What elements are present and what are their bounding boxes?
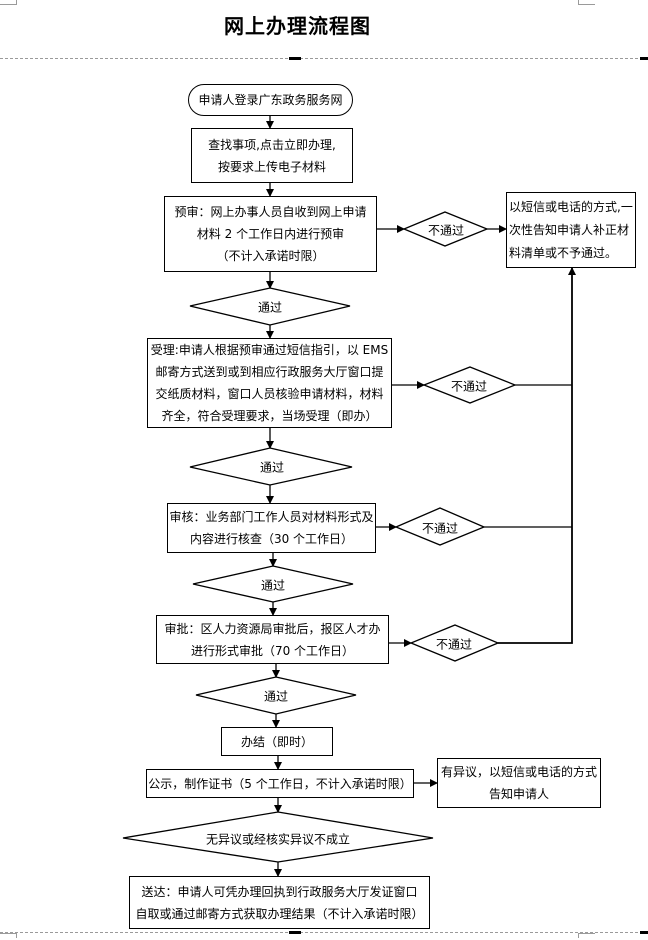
return-line-to-notify [498, 267, 576, 644]
step-deliver: 送达：申请人可凭办理回执到行政服务大厅发证窗口 自取或通过邮寄方式获取办理结果（… [129, 876, 430, 929]
page-title: 网上办理流程图 [224, 14, 371, 38]
step-publicize: 公示，制作证书（5 个工作日，不计入承诺时限） [146, 769, 414, 798]
side-objection: 有异议，以短信或电话的方式 告知申请人 [437, 758, 601, 808]
decision-label-fail: 不通过 [427, 223, 465, 238]
page-corner-br [578, 933, 595, 938]
step-audit: 审核：业务部门工作人员对材料形式及 内容进行核查（30 个工作日） [167, 503, 376, 553]
footer-divider-mark [289, 931, 301, 934]
decision-pass-1 [189, 287, 351, 326]
decision-label-no-objection: 无异议或经核实异议不成立 [205, 832, 351, 847]
decision-label-fail: 不通过 [450, 379, 488, 394]
decision-label-pass: 通过 [263, 689, 289, 704]
page-corner-tl [0, 0, 17, 5]
decision-pass-2 [189, 447, 353, 486]
step-approve: 审批：区人力资源局审批后，报区人才办 进行形式审批（70 个工作日） [156, 615, 389, 664]
footer-divider-mark-right [640, 931, 648, 934]
step-pre-review: 预审：网上办事人员自收到网上申请 材料 2 个工作日内进行预审 （不计入承诺时限… [164, 196, 377, 272]
header-divider-mark [289, 57, 301, 60]
decision-label-pass: 通过 [260, 578, 286, 593]
header-divider [0, 58, 648, 59]
step-find: 查找事项,点击立即办理, 按要求上传电子材料 [191, 128, 353, 183]
footer-divider [0, 932, 648, 933]
step-login: 申请人登录广东政务服务网 [188, 84, 353, 116]
decision-label-pass: 通过 [257, 300, 283, 315]
step-complete: 办结（即时） [221, 727, 333, 756]
decision-pass-4 [195, 676, 357, 715]
page-corner-bl [0, 933, 17, 938]
decision-label-fail: 不通过 [421, 521, 459, 536]
decision-fail-1 [402, 211, 489, 247]
side-notify-fail: 以短信或电话的方式,一 次性告知申请人补正材 料清单或不予通过。 [506, 192, 636, 268]
decision-label-fail: 不通过 [435, 637, 473, 652]
decision-fail-2 [422, 366, 517, 404]
page-corner-tr [578, 0, 595, 5]
decision-fail-4 [409, 624, 500, 662]
decision-pass-3 [192, 565, 354, 603]
step-accept: 受理:申请人根据预审通过短信指引，以 EMS 邮寄方式送到或到相应行政服务大厅窗… [147, 338, 392, 428]
header-divider-mark-right [640, 57, 648, 60]
decision-fail-3 [394, 507, 486, 546]
decision-no-objection [122, 811, 434, 863]
decision-label-pass: 通过 [259, 460, 285, 475]
